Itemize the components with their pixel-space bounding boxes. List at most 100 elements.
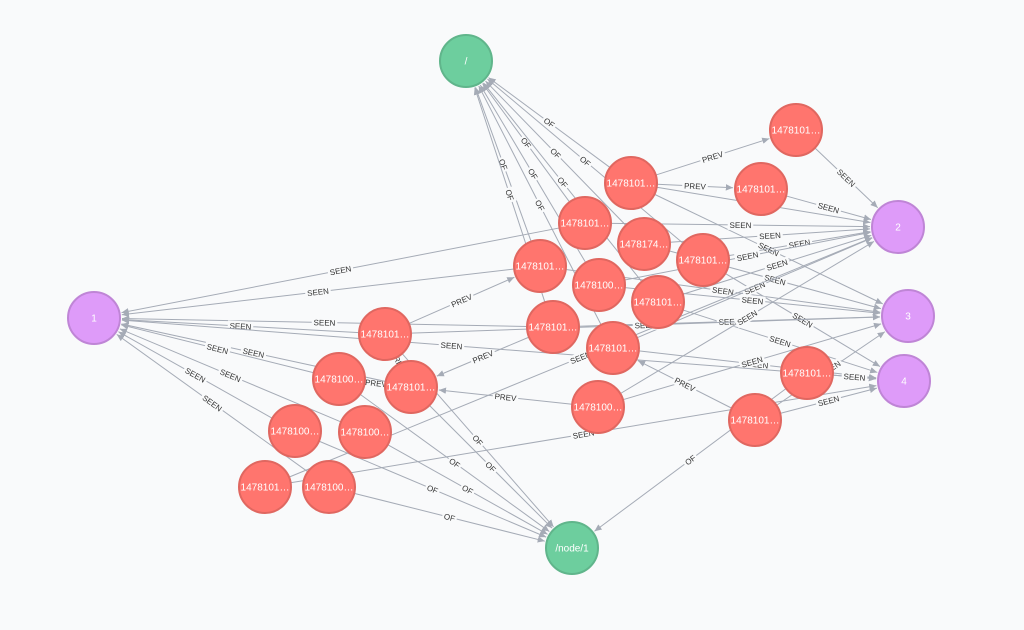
- page-node[interactable]: /: [439, 34, 493, 88]
- edge-of[interactable]: OF: [485, 80, 627, 226]
- event-node-circle[interactable]: [780, 346, 834, 400]
- event-node-circle[interactable]: [358, 307, 412, 361]
- edge-seen[interactable]: SEEN: [121, 323, 314, 374]
- event-node[interactable]: 1478101…: [769, 103, 823, 157]
- edge-label: SEEN: [314, 318, 336, 327]
- user-node-circle[interactable]: [877, 354, 931, 408]
- event-node-circle[interactable]: [268, 404, 322, 458]
- event-node-label: 1478100…: [315, 375, 364, 386]
- edge-prev[interactable]: PREV: [656, 180, 734, 192]
- event-node-circle[interactable]: [769, 103, 823, 157]
- event-node[interactable]: 1478100…: [571, 380, 625, 434]
- event-node-circle[interactable]: [312, 352, 366, 406]
- edge-label: OF: [426, 483, 440, 496]
- user-node[interactable]: 1: [67, 291, 121, 345]
- edge-label-bg: [496, 155, 511, 174]
- event-node[interactable]: 1478101…: [604, 156, 658, 210]
- event-node[interactable]: 1478101…: [676, 233, 730, 287]
- edge-seen[interactable]: SEEN: [121, 227, 560, 315]
- edge-label-bg: [756, 229, 784, 242]
- event-node-label: 1478101…: [241, 483, 290, 494]
- event-node-circle[interactable]: [728, 393, 782, 447]
- page-node-label: /node/1: [555, 544, 589, 555]
- edge-seen[interactable]: SEEN: [622, 322, 882, 401]
- edge-label: SEEN: [206, 342, 230, 356]
- edge-of[interactable]: OF: [488, 77, 611, 168]
- event-node-circle[interactable]: [571, 380, 625, 434]
- event-node[interactable]: 1478100…: [312, 352, 366, 406]
- event-node[interactable]: 1478101…: [728, 393, 782, 447]
- edge-of[interactable]: OF: [359, 393, 550, 532]
- event-node[interactable]: 1478101…: [238, 460, 292, 514]
- edge-seen[interactable]: SEEN: [118, 331, 273, 419]
- event-node[interactable]: 1478100…: [338, 405, 392, 459]
- event-node-circle[interactable]: [384, 360, 438, 414]
- edge-seen[interactable]: SEEN: [832, 370, 877, 383]
- event-node[interactable]: 1478100…: [572, 258, 626, 312]
- event-node-circle[interactable]: [558, 196, 612, 250]
- event-node[interactable]: 1478101…: [734, 162, 788, 216]
- edge-of[interactable]: OF: [387, 444, 548, 535]
- page-node[interactable]: /node/1: [545, 521, 599, 575]
- event-node-circle[interactable]: [302, 460, 356, 514]
- event-node[interactable]: 1478101…: [631, 275, 685, 329]
- edge-label-bg: [681, 180, 709, 192]
- event-node-circle[interactable]: [526, 300, 580, 354]
- event-node-label: 1478101…: [361, 330, 410, 341]
- event-node-circle[interactable]: [617, 217, 671, 271]
- page-node-circle[interactable]: [545, 521, 599, 575]
- edge-label: SEEN: [791, 311, 814, 330]
- edge-prev[interactable]: PREV: [362, 376, 390, 390]
- edge-label: PREV: [365, 378, 388, 389]
- edge-seen[interactable]: SEEN: [121, 268, 515, 318]
- edge-layer: SEENPREVSEENPREVOFOFOFOFOFOFOFOFOFSEENSE…: [116, 77, 886, 543]
- edge-label-bg: [216, 365, 245, 385]
- event-node[interactable]: 1478101…: [558, 196, 612, 250]
- edge-of[interactable]: OF: [429, 405, 553, 529]
- event-node[interactable]: 1478101…: [586, 321, 640, 375]
- event-node-label: 1478101…: [589, 344, 638, 355]
- edge-of[interactable]: OF: [487, 78, 684, 244]
- edge-label: SEEN: [183, 366, 207, 385]
- event-node[interactable]: 1478101…: [384, 360, 438, 414]
- page-node-circle[interactable]: [439, 34, 493, 88]
- edge-prev[interactable]: PREV: [408, 276, 515, 325]
- edge-prev[interactable]: PREV: [637, 360, 733, 409]
- user-node-circle[interactable]: [871, 200, 925, 254]
- edge-of[interactable]: OF: [354, 492, 545, 543]
- event-node[interactable]: 1478101…: [513, 239, 567, 293]
- edge-seen[interactable]: SEEN: [624, 230, 871, 281]
- edge-seen[interactable]: SEEN: [682, 309, 878, 374]
- user-node-circle[interactable]: [67, 291, 121, 345]
- user-node[interactable]: 4: [877, 354, 931, 408]
- edge-label-bg: [326, 262, 354, 278]
- event-node-circle[interactable]: [238, 460, 292, 514]
- edge-of[interactable]: OF: [474, 87, 532, 242]
- edge-seen[interactable]: SEEN: [121, 317, 782, 372]
- user-node-circle[interactable]: [881, 289, 935, 343]
- edge-seen[interactable]: SEEN: [121, 315, 528, 328]
- event-node[interactable]: 1478101…: [358, 307, 412, 361]
- event-node-circle[interactable]: [338, 405, 392, 459]
- event-node-circle[interactable]: [604, 156, 658, 210]
- event-node[interactable]: 1478101…: [780, 346, 834, 400]
- edge-label: SEEN: [229, 321, 251, 331]
- event-node-circle[interactable]: [586, 321, 640, 375]
- edge-prev[interactable]: PREV: [438, 387, 573, 405]
- event-node[interactable]: 1478174…: [617, 217, 671, 271]
- event-node-circle[interactable]: [572, 258, 626, 312]
- user-node[interactable]: 3: [881, 289, 935, 343]
- event-node-label: 1478100…: [271, 427, 320, 438]
- event-node-circle[interactable]: [631, 275, 685, 329]
- event-node-circle[interactable]: [513, 239, 567, 293]
- event-node[interactable]: 1478100…: [302, 460, 356, 514]
- event-node-label: 1478101…: [516, 262, 565, 273]
- event-node-circle[interactable]: [676, 233, 730, 287]
- edge-seen[interactable]: SEEN: [814, 147, 879, 209]
- event-node-circle[interactable]: [734, 162, 788, 216]
- event-node[interactable]: 1478101…: [526, 300, 580, 354]
- user-node[interactable]: 2: [871, 200, 925, 254]
- event-node-label: 1478101…: [737, 185, 786, 196]
- event-node[interactable]: 1478100…: [268, 404, 322, 458]
